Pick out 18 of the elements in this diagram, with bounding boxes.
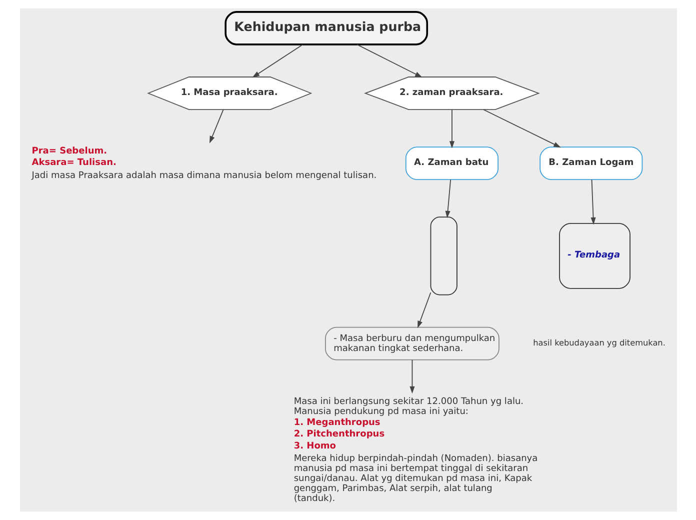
node-box: Kehidupan manusia purba	[224, 11, 428, 46]
arrow	[444, 179, 451, 218]
arrow	[356, 44, 422, 78]
node-box	[430, 216, 457, 296]
node-box: - Tembaga	[558, 222, 630, 289]
arrow	[417, 292, 431, 328]
arrow	[409, 360, 414, 394]
node-box: A. Zaman batu	[404, 146, 498, 180]
label: hasil kebudayaan yg ditemukan.	[532, 338, 665, 348]
arrow	[252, 44, 303, 78]
node-box: - Masa berburu dan mengumpulkan makanan tingkat sederhana.	[324, 326, 499, 360]
arrow	[208, 109, 224, 144]
arrow	[482, 109, 560, 148]
node-text: Pra= Sebelum. Aksara= Tulisan. Jadi masa Praaksara adalah masa dimana manusia belom mengenal tulisan.	[31, 146, 376, 181]
node-box: B. Zaman Logam	[539, 146, 642, 180]
arrow	[590, 179, 596, 225]
node-text: Masa ini berlangsung sekitar 12.000 Tahun yg lalu. Manusia pendukung pd masa ini yaitu: 1. Meganthropus 2. Pitchenthropus 3. Homo Mereka hidup berpindah-pindah (Nomaden). biasanya manusia pd masa ini bertempat tinggal di sekitaran sungai/danau. Alat yg ditemukan pd masa ini, Kapak genggam, Parimbas, Alat serpih, alat tulang (tanduk).	[293, 397, 538, 504]
arrow	[448, 109, 454, 148]
